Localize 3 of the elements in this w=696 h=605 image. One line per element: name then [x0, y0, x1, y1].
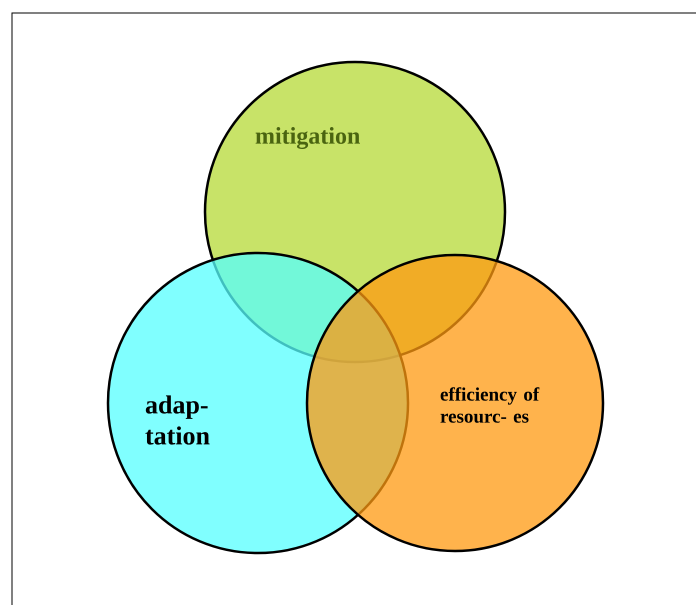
circle-label: mitigation [256, 127, 360, 149]
circle-label: efficiency of resourc- es [440, 387, 540, 423]
circle-label: adap- tation [145, 395, 210, 445]
